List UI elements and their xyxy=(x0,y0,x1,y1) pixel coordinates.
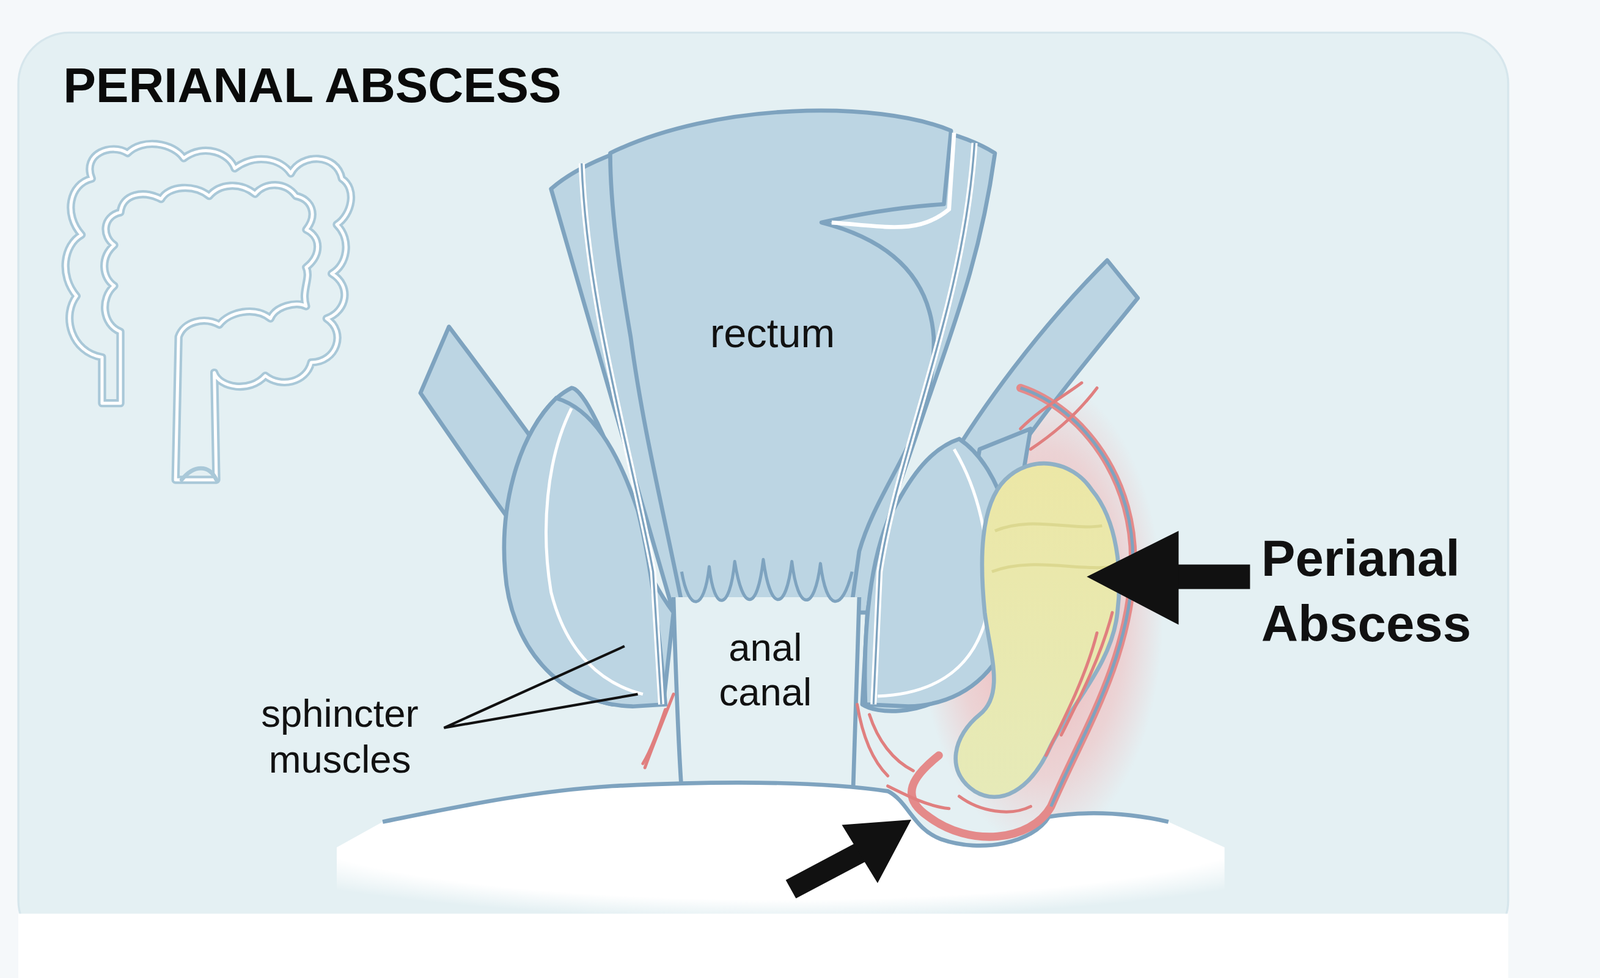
callout-label: Perianal Abscess xyxy=(1261,525,1517,657)
skin-region xyxy=(336,782,1225,919)
leader-line xyxy=(443,645,638,728)
anal-columns xyxy=(681,559,852,602)
wall-layer xyxy=(877,449,989,697)
inflammation-streaks xyxy=(642,382,1113,812)
inflamed-tissue xyxy=(911,388,1134,837)
abscess-cavity xyxy=(955,463,1120,797)
canal-wall xyxy=(673,597,860,791)
sphincter-muscle xyxy=(504,397,666,706)
anal-canal xyxy=(673,597,860,797)
callout-arrow xyxy=(1086,530,1250,625)
part-label: rectum xyxy=(650,308,896,357)
pus-texture xyxy=(991,523,1113,572)
part-label: anal canal xyxy=(683,624,848,715)
card-background xyxy=(18,32,1509,951)
rectum-lumen xyxy=(609,110,951,602)
diagram-title: PERIANAL ABSCESS xyxy=(63,57,562,115)
part-label: sphincter muscles xyxy=(222,691,458,783)
callout-arrow xyxy=(785,819,912,899)
colon-icon xyxy=(65,143,351,480)
bottom-strip xyxy=(18,913,1509,978)
